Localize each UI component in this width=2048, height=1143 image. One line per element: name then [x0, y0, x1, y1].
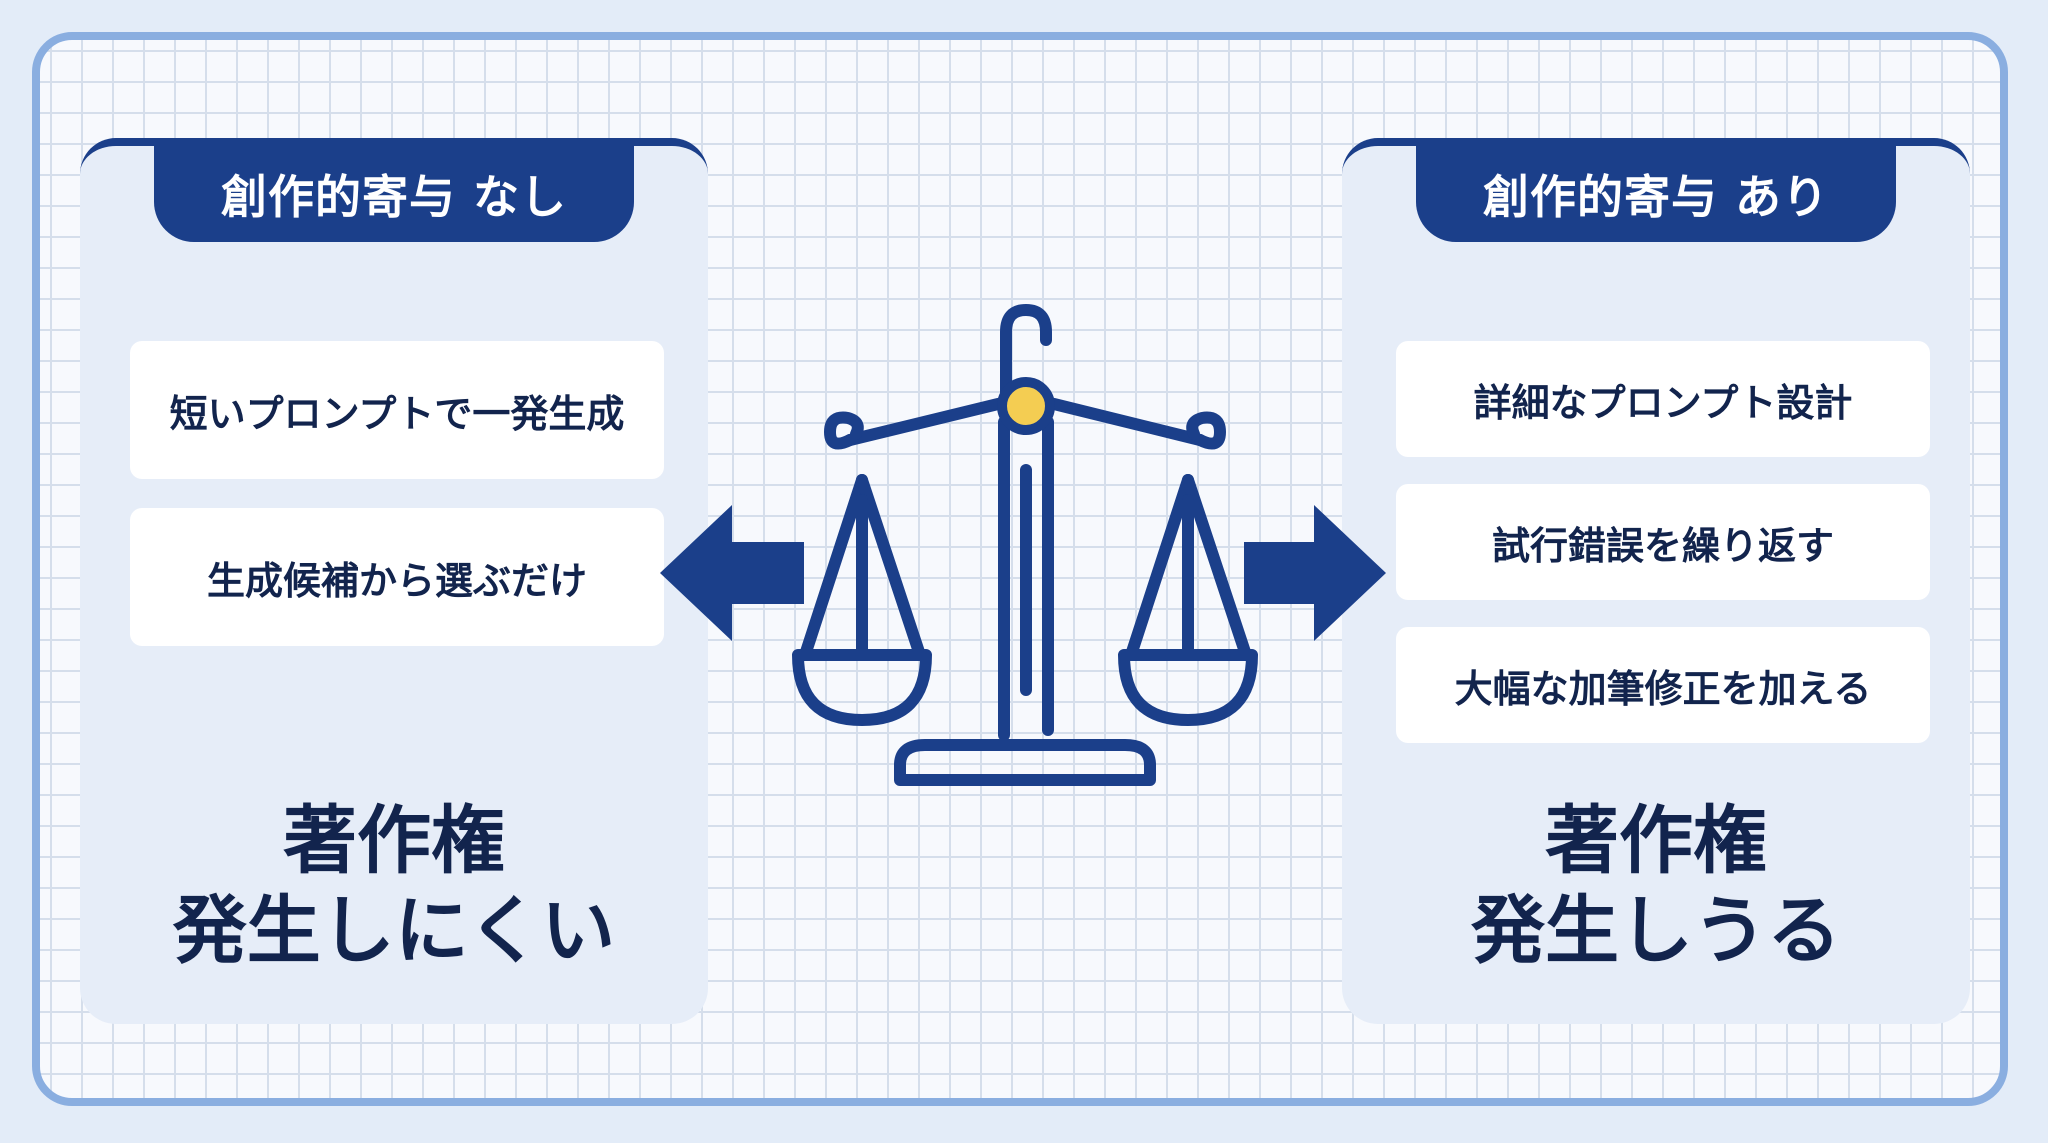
result-line-2: 発生しうる	[1471, 888, 1841, 974]
item-select-candidate: 生成候補から選ぶだけ	[130, 508, 664, 646]
result-line-1: 著作権	[1545, 798, 1767, 884]
panel-tab-no-contribution: 創作的寄与 なし	[154, 146, 634, 242]
result-line-1: 著作権	[283, 798, 505, 884]
item-detailed-prompt: 詳細なプロンプト設計	[1396, 341, 1930, 457]
item-major-edits: 大幅な加筆修正を加える	[1396, 627, 1930, 743]
result-no-contribution: 著作権 発生しにくい	[80, 796, 708, 976]
result-with-contribution: 著作権 発生しうる	[1342, 796, 1970, 976]
pivot-dot	[997, 377, 1055, 435]
panel-with-contribution: 創作的寄与 あり 詳細なプロンプト設計 試行錯誤を繰り返す 大幅な加筆修正を加え…	[1342, 138, 1970, 1024]
balance-scale-icon	[792, 304, 1258, 786]
panel-no-contribution: 創作的寄与 なし 短いプロンプトで一発生成 生成候補から選ぶだけ 著作権 発生し…	[80, 138, 708, 1024]
result-line-2: 発生しにくい	[172, 888, 616, 974]
item-short-prompt: 短いプロンプトで一発生成	[130, 341, 664, 479]
arrow-right-icon	[1244, 505, 1386, 641]
item-trial-error: 試行錯誤を繰り返す	[1396, 484, 1930, 600]
arrow-left-icon	[660, 505, 804, 641]
panel-tab-with-contribution: 創作的寄与 あり	[1416, 146, 1896, 242]
